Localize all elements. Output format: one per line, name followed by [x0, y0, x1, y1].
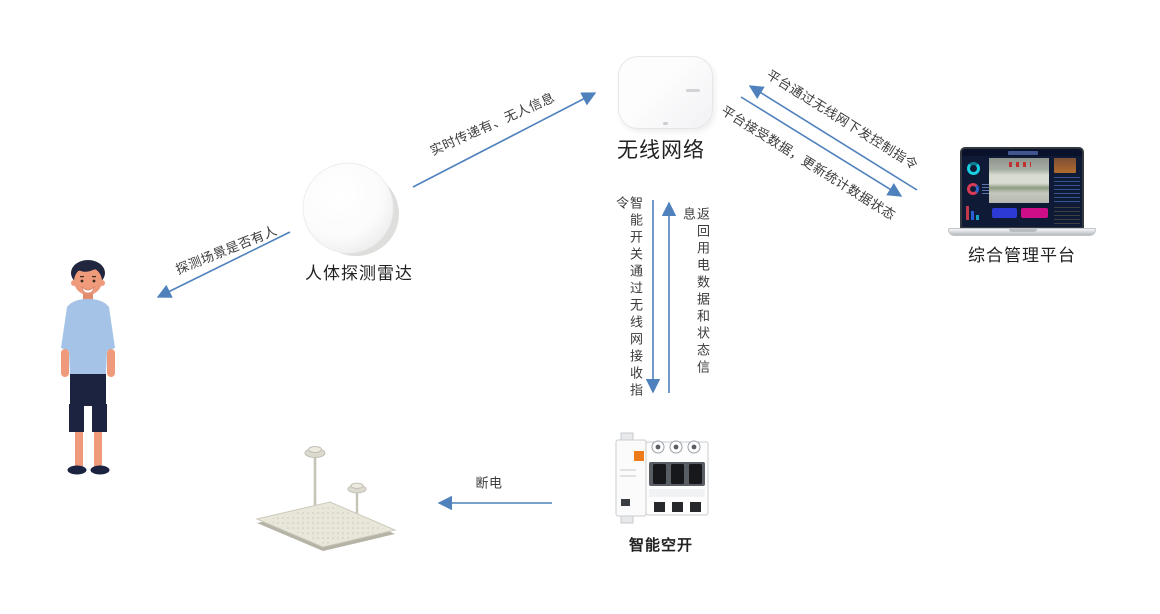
light-rod: [313, 454, 317, 506]
edge-label-radar-to-wireless: 实时传递有、无人信息: [427, 89, 558, 159]
dashboard-mini-bar: [976, 215, 979, 220]
ap-port-mark: [663, 122, 668, 125]
person-figure: [61, 260, 115, 475]
dashboard-gauge-chart: [967, 183, 979, 195]
person-shoe: [90, 465, 110, 475]
ap-status-slot: [686, 89, 700, 92]
dashboard-mini-bar: [971, 211, 974, 220]
wireless-ap-device: [618, 56, 713, 129]
edge-label-wireless-to-platform: 平台接受数据，更新统计数据状态: [718, 102, 899, 223]
breaker-terminal-bottom: [690, 502, 701, 512]
edge-label-breaker-to-wireless: 返回用电数据和状态信息: [681, 207, 710, 377]
dashboard-thumbnail: [1054, 158, 1076, 173]
dashboard-donut-chart: [967, 162, 980, 175]
radar-device: [302, 162, 399, 256]
person-shirt: [61, 299, 115, 374]
breaker-terminal-bottom: [672, 502, 683, 512]
dashboard-stats-lines: [1054, 207, 1080, 225]
breaker-toggle: [671, 464, 684, 484]
person-face: [74, 267, 102, 295]
dashboard-bar-magenta: [1021, 208, 1048, 218]
breaker-toggle: [689, 464, 702, 484]
platform-label: 综合管理平台: [968, 246, 1076, 265]
person-shorts: [69, 374, 107, 432]
breaker-indicator-orange: [634, 451, 644, 461]
edge-label-breaker-to-light: 断电: [475, 475, 503, 491]
dashboard-bar-blue: [992, 208, 1017, 218]
laptop-base: [948, 228, 1096, 236]
smart-breaker-device: [615, 432, 709, 524]
building-sign: [1009, 162, 1031, 167]
dashboard-stats-lines: [1054, 177, 1080, 203]
laptop-notch: [1009, 229, 1037, 232]
person-shoe: [67, 465, 87, 475]
radar-label: 人体探测雷达: [305, 264, 413, 283]
dashboard-text-lines: [982, 184, 991, 194]
breaker-toggle: [653, 464, 666, 484]
light-rod: [355, 490, 359, 515]
dashboard-title-block: [1008, 151, 1038, 155]
light-panel-texture: [265, 505, 387, 544]
laptop-screen: [960, 147, 1084, 229]
breaker-label: 智能空开: [628, 537, 693, 554]
breaker-terminal-bottom: [654, 502, 665, 512]
edge-label-radar-to-person: 探测场景是否有人: [173, 222, 280, 278]
laptop-device: [948, 147, 1096, 239]
edge-label-wireless-to-breaker: 智能开关通过无线网接收指令: [614, 196, 643, 400]
ceiling-light-device: [255, 446, 397, 551]
dashboard-mini-bar: [966, 206, 969, 220]
dashboard-camera-view: [989, 158, 1049, 203]
wireless-label: 无线网络: [617, 139, 705, 162]
person-smile: [81, 286, 95, 294]
